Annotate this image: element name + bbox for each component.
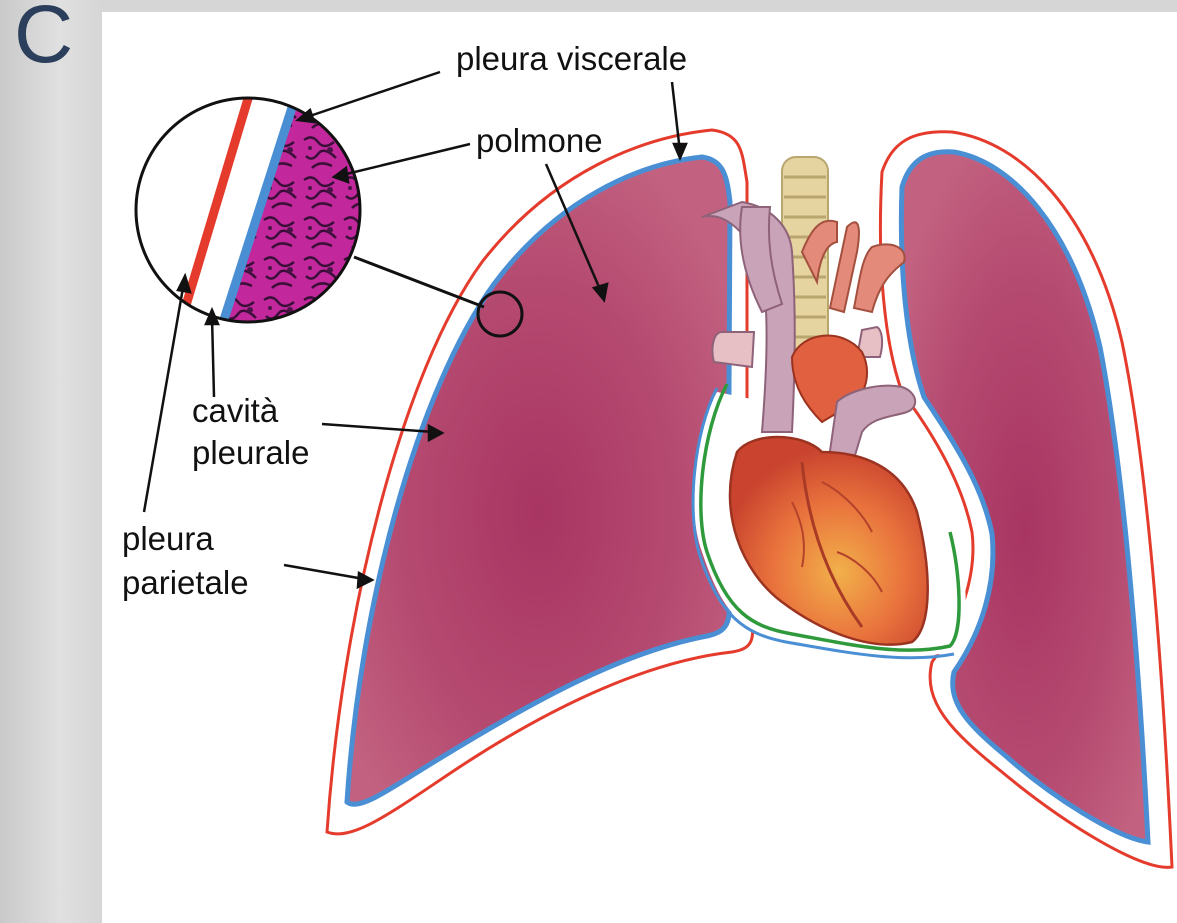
label-pleura-parietale-line1: pleura <box>122 518 214 559</box>
left-lung <box>327 130 753 834</box>
label-cavita-line1: cavità <box>192 390 278 431</box>
leader-polmone-mag <box>334 144 470 177</box>
label-pleura-viscerale: pleura viscerale <box>456 38 687 79</box>
magnifier-connector <box>354 257 484 307</box>
panel-letter: C <box>14 0 73 76</box>
leader-parietale-lung <box>284 565 364 579</box>
lung-diagram: pleura viscerale polmone cavità pleurale… <box>102 12 1177 923</box>
label-cavita-line2: pleurale <box>192 432 309 473</box>
label-pleura-parietale-line2: parietale <box>122 562 249 603</box>
leader-cavita-mag <box>212 317 214 397</box>
leader-pleura-viscerale-mag <box>298 72 440 120</box>
leader-parietale-mag <box>144 282 184 512</box>
magnified-detail <box>132 92 522 336</box>
label-polmone: polmone <box>476 120 603 161</box>
